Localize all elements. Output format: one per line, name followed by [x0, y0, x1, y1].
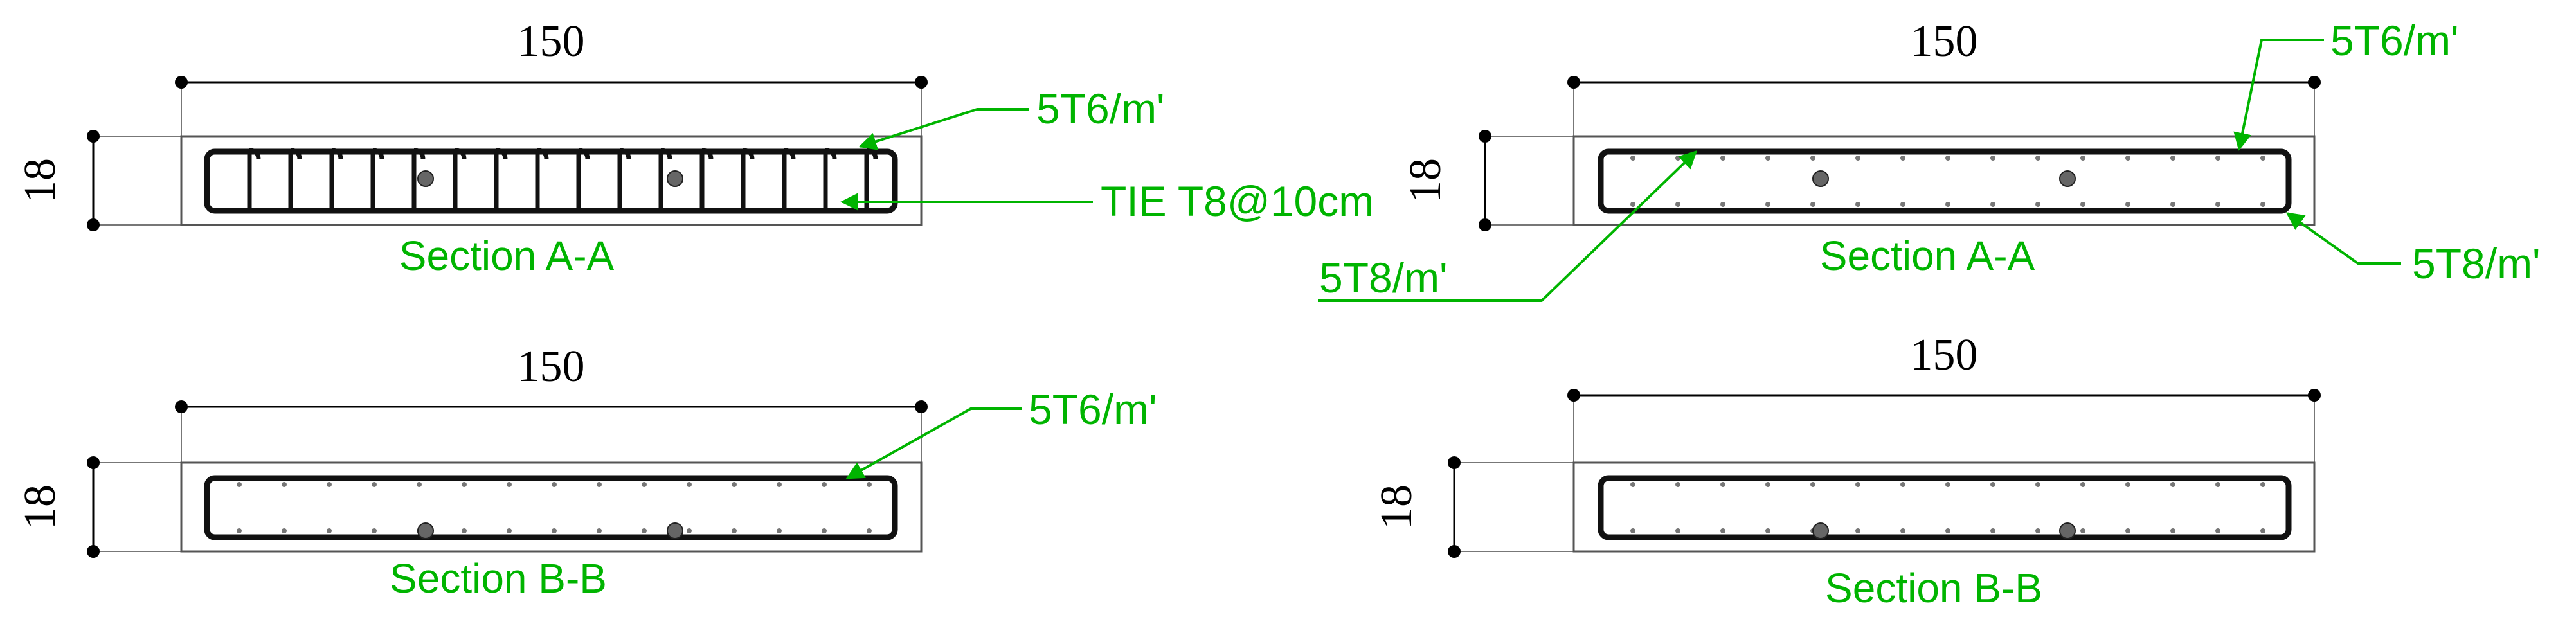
- height-dimension-label: 18: [15, 158, 65, 203]
- width-dimension-label: 150: [1911, 17, 1978, 66]
- height-dimension: 18: [1372, 456, 1574, 558]
- reinforcement-cage: [204, 475, 898, 540]
- section-b-b-right: 150 18: [1372, 330, 2321, 611]
- longitudinal-bar: [1812, 522, 1829, 539]
- longitudinal-bar: [417, 170, 434, 187]
- longitudinal-bar: [417, 522, 434, 539]
- callout-label: 5T8/m': [2412, 240, 2541, 287]
- height-dimension-label: 18: [15, 485, 65, 530]
- section-b-b-left: 150 18: [15, 342, 1157, 602]
- callout-label: TIE T8@10cm: [1101, 177, 1374, 225]
- width-dimension: 150: [175, 17, 928, 138]
- section-title: Section B-B: [1825, 565, 2042, 611]
- callout-label: 5T6/m': [1029, 386, 1157, 433]
- height-dimension: 18: [15, 130, 181, 231]
- width-dimension: 150: [1567, 17, 2321, 138]
- concrete-outline: [1572, 135, 2316, 226]
- height-dimension-label: 18: [1372, 485, 1421, 530]
- longitudinal-bar: [667, 522, 683, 539]
- width-dimension-label: 150: [518, 342, 585, 391]
- longitudinal-bar: [2059, 522, 2076, 539]
- callout-5t8-left: 5T8/m': [1318, 150, 1698, 302]
- section-title: Section B-B: [390, 555, 607, 602]
- section-title: Section A-A: [399, 233, 615, 279]
- width-dimension-label: 150: [1911, 330, 1978, 380]
- width-dimension-label: 150: [518, 17, 585, 66]
- reinforcement-cage: [1598, 148, 2292, 214]
- distribution-bars: [237, 482, 872, 533]
- width-dimension: 150: [1567, 330, 2321, 464]
- longitudinal-bar: [1812, 170, 1829, 187]
- distribution-bars: [1630, 482, 2265, 533]
- tie-bars: [247, 148, 878, 213]
- callout-label: 5T8/m': [1319, 254, 1448, 301]
- callout-tie: TIE T8@10cm: [840, 177, 1374, 225]
- height-dimension: 18: [15, 456, 181, 558]
- width-dimension: 150: [175, 342, 928, 464]
- callout-5t6: 5T6/m': [858, 85, 1165, 150]
- concrete-outline: [180, 135, 923, 226]
- longitudinal-bar: [667, 170, 683, 187]
- section-a-a-left: 150 18: [15, 17, 1374, 279]
- reinforcement-cage: [1598, 475, 2292, 540]
- height-dimension-label: 18: [1401, 158, 1450, 203]
- concrete-outline: [1572, 461, 2316, 553]
- distribution-bars: [1630, 156, 2265, 207]
- callout-label: 5T6/m': [1036, 85, 1165, 132]
- callout-5t6: 5T6/m': [845, 386, 1157, 479]
- reinforcement-cage: [204, 148, 898, 214]
- height-dimension: 18: [1401, 130, 1574, 231]
- callout-5t6: 5T6/m': [2233, 17, 2459, 151]
- section-a-a-right: 150 18: [1318, 17, 2541, 302]
- callout-label: 5T6/m': [2330, 17, 2459, 64]
- section-title: Section A-A: [1820, 233, 2035, 279]
- concrete-outline: [180, 461, 923, 553]
- callout-5t8-right: 5T8/m': [2285, 212, 2541, 287]
- longitudinal-bar: [2059, 170, 2076, 187]
